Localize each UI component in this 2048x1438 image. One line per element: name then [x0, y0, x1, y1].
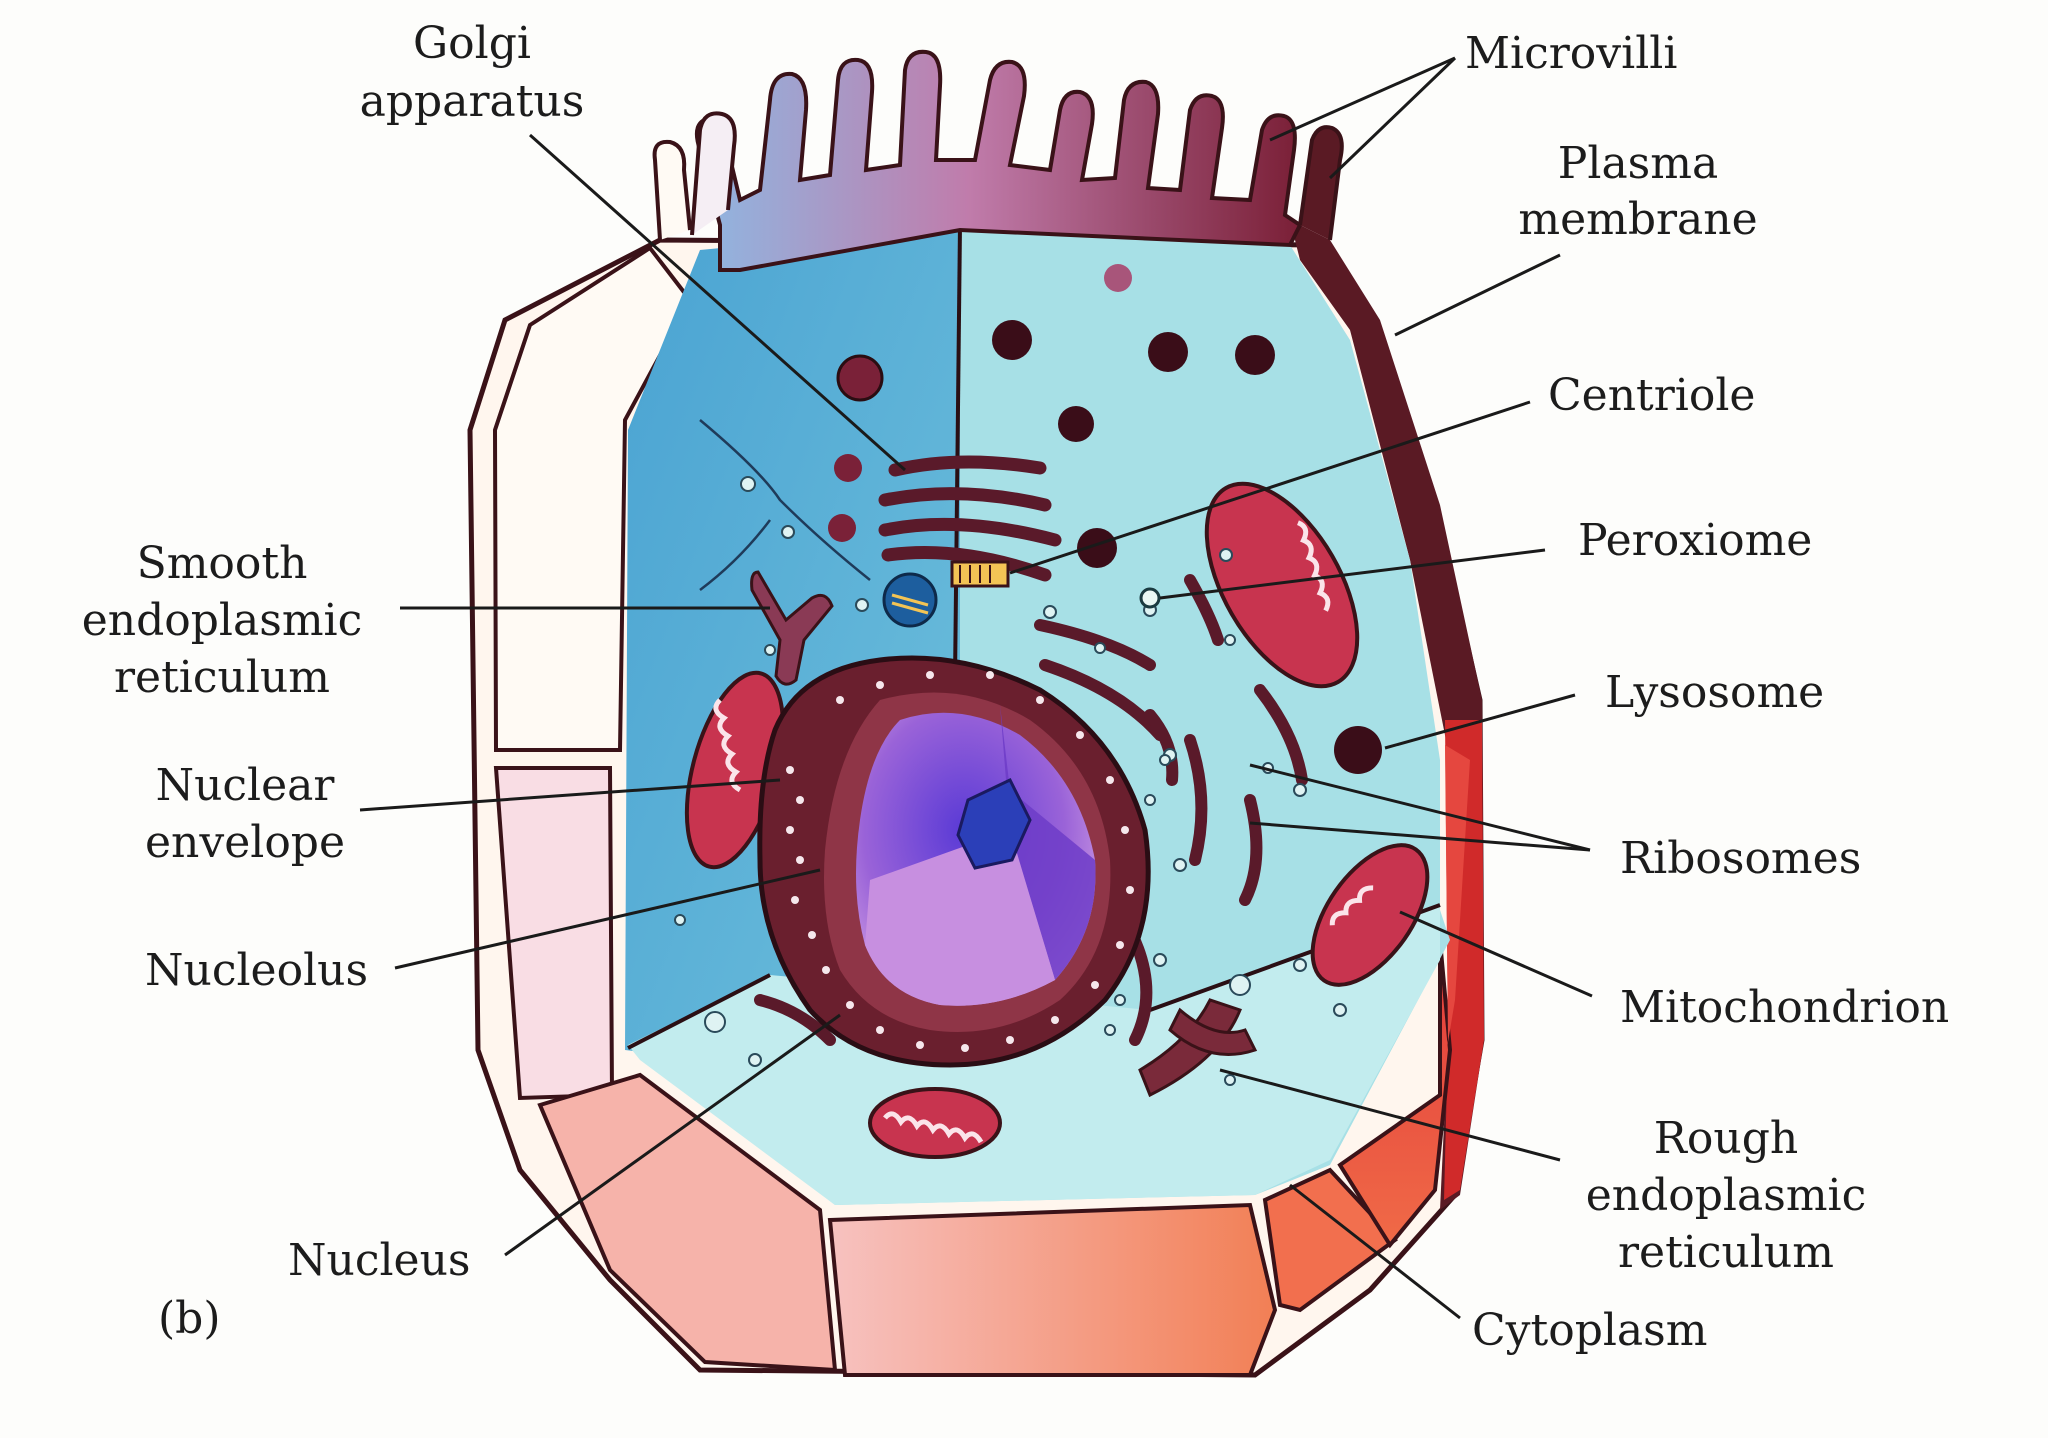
label-microvilli: Microvilli [1465, 28, 1677, 79]
wall-segment-bottom-mid [827, 1202, 1278, 1377]
nucleus-lower-face [865, 830, 1055, 1006]
leader-nucleolus [394, 868, 821, 970]
centriole [882, 560, 1010, 628]
mitochondrion-bottom [868, 1087, 1002, 1159]
leader-microvilli-b [1328, 56, 1457, 180]
label-smooth-line3: reticulum [114, 652, 330, 703]
label-rough-line3: reticulum [1618, 1227, 1834, 1278]
lysosome [1148, 332, 1188, 372]
smooth-er [750, 570, 834, 686]
lysosome [1077, 528, 1117, 568]
label-plasma-line1: Plasma [1558, 138, 1718, 189]
leader-mitochondrion [1399, 910, 1593, 998]
membrane-bleb [1104, 264, 1132, 292]
nucleus-cut-face [1000, 705, 1096, 980]
wall-segment-bottom-left [537, 1072, 838, 1373]
label-nuclear-line1: Nuclear [156, 760, 336, 811]
lysosome-labeled [1334, 726, 1382, 774]
label-rough-line1: Rough [1654, 1113, 1798, 1164]
label-golgi-line2: apparatus [360, 76, 585, 127]
mitochondrion-upper-right [1204, 481, 1360, 689]
label-lysosome: Lysosome [1605, 667, 1824, 718]
smooth-er-thread [699, 519, 771, 591]
cut-edge-left [627, 973, 771, 1050]
vesicle [828, 514, 856, 542]
microvillus-left-1 [652, 139, 692, 241]
label-ribosomes: Ribosomes [1620, 833, 1861, 884]
leader-centriole [1009, 400, 1531, 575]
nucleolus [956, 778, 1032, 870]
rough-er-fold [1168, 1007, 1258, 1056]
label-smooth-line2: endoplasmic [82, 595, 363, 646]
label-cytoplasm: Cytoplasm [1472, 1305, 1707, 1356]
panel-tag: (b) [158, 1293, 221, 1344]
label-golgi-line1: Golgi [413, 18, 531, 69]
nucleus [757, 655, 1151, 1068]
label-nuclear-line2: envelope [145, 817, 345, 868]
leader-lysosome [1384, 693, 1576, 750]
lysosome [1235, 335, 1275, 375]
peroxisome [1139, 587, 1161, 609]
leader-plasma-membrane [1394, 253, 1561, 337]
label-nucleus: Nucleus [288, 1235, 471, 1286]
label-nucleolus: Nucleolus [145, 945, 368, 996]
wall-segment-bottom-right [1262, 1167, 1398, 1313]
label-rough-line2: endoplasmic [1586, 1170, 1867, 1221]
leader-ribosomes-a [1249, 763, 1591, 852]
label-mitochondrion: Mitochondrion [1620, 982, 1949, 1033]
cut-edge-vertical [953, 224, 962, 681]
vesicle [836, 354, 884, 402]
leader-golgi [529, 133, 906, 472]
lysosome [992, 320, 1032, 360]
leader-rough-er [1219, 1068, 1561, 1162]
ribosomes [674, 476, 1347, 1086]
microvillus-right-1 [1298, 125, 1344, 241]
nuclear-pores [786, 671, 1134, 1052]
leader-peroxiome [1159, 548, 1546, 600]
leader-cytoplasm [1289, 1183, 1461, 1320]
label-smooth-line1: Smooth [137, 538, 308, 589]
leader-nucleus [504, 1013, 841, 1257]
wall-segment-right-mid [1440, 745, 1470, 1090]
leader-lines [359, 56, 1593, 1320]
label-centriole: Centriole [1548, 370, 1755, 421]
label-plasma-line2: membrane [1518, 194, 1757, 245]
smooth-er-thread [699, 419, 871, 581]
label-peroxiome: Peroxiome [1578, 515, 1812, 566]
rough-er-fold [1138, 998, 1242, 1098]
mitochondrion-right [1310, 843, 1430, 987]
microvillus-left-2 [690, 111, 737, 236]
lysosome [1058, 406, 1094, 442]
leader-microvilli-a [1269, 56, 1456, 142]
vesicle [834, 454, 862, 482]
leader-nuclear-envelope [359, 778, 781, 812]
leader-ribosomes-b [1249, 821, 1591, 852]
top-membrane [695, 49, 1303, 272]
labels: Golgi apparatus Microvilli Plasma membra… [82, 18, 1949, 1356]
wall-segment-right-lower [1337, 939, 1453, 1249]
